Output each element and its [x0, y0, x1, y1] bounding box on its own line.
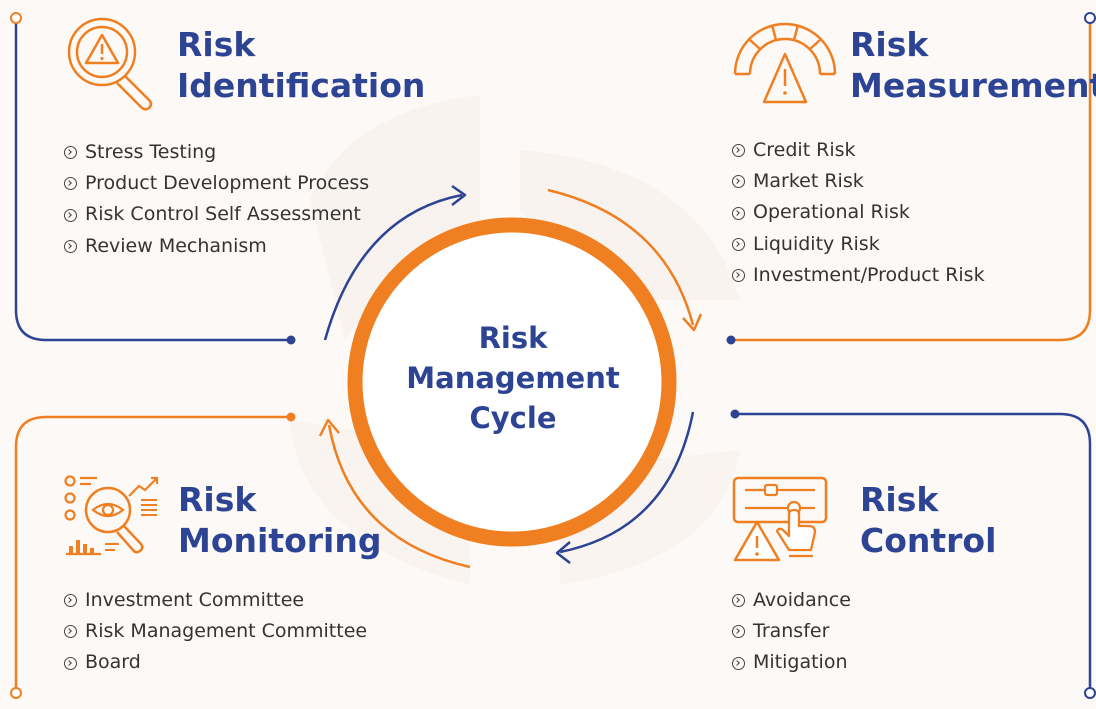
list-item: Product Development Process	[64, 168, 369, 199]
chevron-circle-icon	[732, 144, 745, 158]
title-line: Risk	[860, 480, 939, 519]
risk-monitoring-list: Investment Committee Risk Management Com…	[64, 585, 367, 679]
list-item-label: Risk Control Self Assessment	[85, 203, 361, 226]
list-item-label: Stress Testing	[85, 141, 217, 163]
chevron-circle-icon	[732, 206, 745, 220]
risk-measurement-list: Credit Risk Market Risk Operational Risk…	[732, 135, 985, 291]
list-item-label: Credit Risk	[753, 139, 856, 161]
title-line: Measurement	[850, 66, 1096, 105]
chevron-circle-icon	[64, 239, 77, 253]
gauge-warning-icon	[733, 22, 837, 104]
list-item-label: Investment/Product Risk	[753, 263, 985, 286]
chevron-circle-icon	[64, 656, 77, 670]
list-item-label: Review Mechanism	[85, 234, 267, 257]
center-ring	[347, 217, 677, 547]
risk-measurement-title: Risk Measurement	[850, 24, 1096, 106]
chevron-circle-icon	[732, 594, 745, 608]
list-item: Operational Risk	[732, 197, 985, 228]
title-line: Control	[860, 521, 997, 560]
chevron-circle-icon	[732, 175, 745, 189]
risk-control-title: Risk Control	[860, 479, 996, 561]
list-item-label: Market Risk	[753, 170, 864, 193]
list-item: Liquidity Risk	[732, 229, 985, 260]
list-item-label: Mitigation	[753, 651, 848, 674]
title-line: Identification	[177, 66, 426, 105]
list-item-label: Risk Management Committee	[85, 620, 368, 643]
list-item: Transfer	[732, 616, 851, 647]
list-item: Credit Risk	[732, 135, 985, 166]
list-item-label: Operational Risk	[753, 201, 910, 224]
title-line: Risk	[178, 480, 257, 519]
list-item: Board	[64, 647, 367, 678]
list-item: Investment Committee	[64, 585, 367, 616]
risk-monitoring-title: Risk Monitoring	[178, 479, 381, 561]
list-item: Investment/Product Risk	[732, 260, 985, 291]
eye-analytics-icon	[64, 475, 159, 556]
list-item-label: Product Development Process	[85, 172, 370, 195]
chevron-circle-icon	[64, 146, 77, 160]
center-title-line: Management	[406, 361, 620, 395]
title-line: Risk	[850, 25, 929, 64]
center-title-line: Risk	[478, 321, 548, 355]
list-item: Market Risk	[732, 166, 985, 197]
center-title: Risk Management Cycle	[400, 318, 626, 438]
risk-control-list: Avoidance Transfer Mitigation	[732, 585, 851, 679]
list-item-label: Investment Committee	[85, 589, 305, 611]
chevron-circle-icon	[732, 268, 745, 282]
list-item: Review Mechanism	[64, 231, 369, 262]
risk-identification-title: Risk Identification	[177, 24, 425, 106]
chevron-circle-icon	[64, 208, 77, 222]
chevron-circle-icon	[732, 656, 745, 670]
chevron-circle-icon	[64, 594, 77, 608]
slider-hand-warning-icon	[732, 476, 828, 562]
list-item: Avoidance	[732, 585, 851, 616]
list-item-label: Board	[85, 651, 141, 674]
warning-magnifier-icon	[67, 17, 153, 111]
list-item: Risk Control Self Assessment	[64, 199, 369, 230]
list-item-label: Liquidity Risk	[753, 232, 880, 255]
center-title-line: Cycle	[469, 401, 557, 435]
risk-identification-list: Stress Testing Product Development Proce…	[64, 137, 369, 262]
list-item-label: Transfer	[753, 620, 830, 643]
list-item: Stress Testing	[64, 137, 369, 168]
list-item: Mitigation	[732, 647, 851, 678]
chevron-circle-icon	[64, 625, 77, 639]
list-item-label: Avoidance	[753, 589, 851, 611]
title-line: Risk	[177, 25, 256, 64]
title-line: Monitoring	[178, 521, 382, 560]
list-item: Risk Management Committee	[64, 616, 367, 647]
chevron-circle-icon	[732, 625, 745, 639]
chevron-circle-icon	[64, 177, 77, 191]
chevron-circle-icon	[732, 237, 745, 251]
